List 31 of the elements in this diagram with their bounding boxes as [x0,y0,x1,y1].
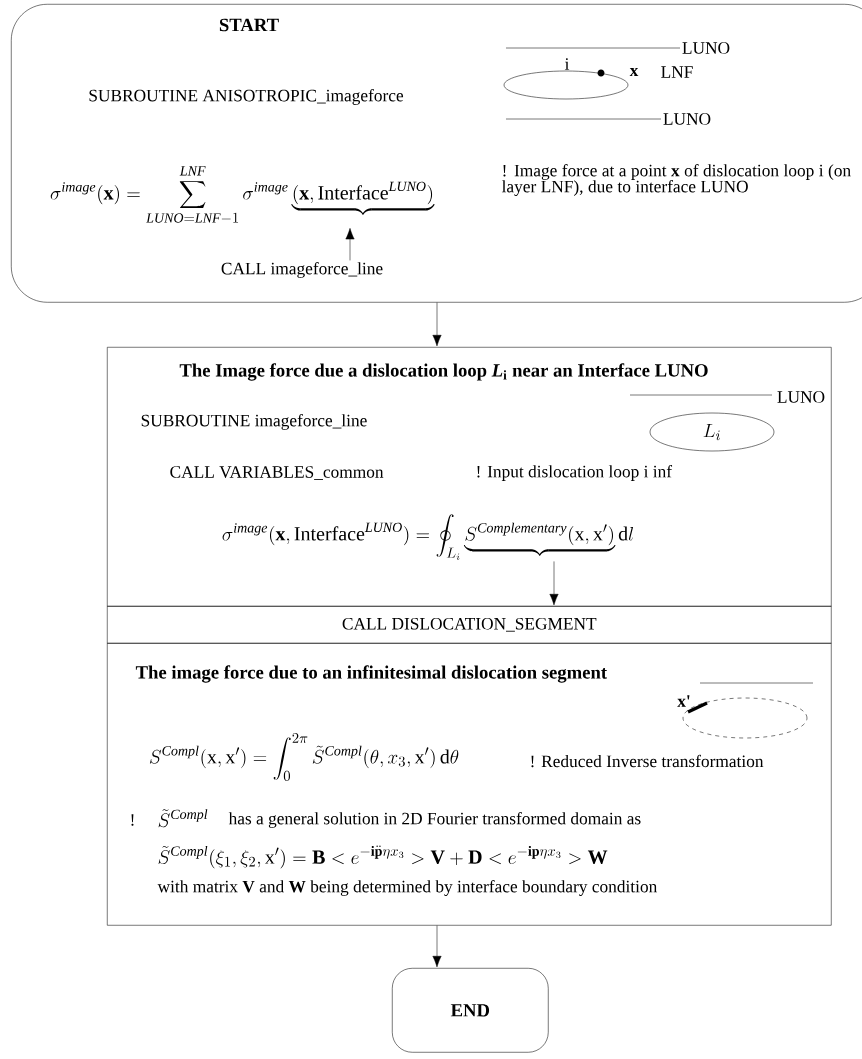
call-line: CALL VARIABLES_common [170,466,384,480]
comment-text: ! Reduced Inverse transformation [531,754,764,768]
formula: $\sigma^{\mathit{image}}(\mathbf{x},\mathrm{Interface}^{\mathit{LUNO}}) = \oint_{L_i} \underbrace{S^{\mathit{Complementary}}(\mathrm{x},\mathrm{x'})}\mathrm{d}l$ [222,514,634,560]
formula: $\sigma^{\mathit{image}}(\mathbf{x}) = \sum_{\mathit{LUNO}=\mathit{LNF}-1}^{\mathit{LNF}} \sigma^{\mathit{image}}\underbrace{(\mathbf{x},\mathrm{Interface}^{\mathit{LUNO}})}$ [50,166,435,223]
section-title: The Image force due a dislocation loop L$_{i}$ near an Interface LUNO [179,363,708,381]
comment-text: ! Image force at a point x of dislocation loop i (on layer LNF), due to interface LUNO [501,164,851,196]
arrow [432,302,442,347]
formula: $\tilde{S}^{\mathit{Compl}}$ [158,809,208,828]
point-label: x' [677,695,690,707]
arrow [345,228,355,261]
subroutine-line: SUBROUTINE imageforce_line [141,414,367,430]
layer-label: LUNO [777,391,825,403]
call-band: CALL DISLOCATION_SEGMENT [107,606,832,644]
comment-mark: ! [131,814,134,826]
end-box: END [392,968,549,1053]
point-label: x [629,68,639,76]
formula: $S^{\mathit{Compl}}(\mathrm{x},\mathrm{x'}) = \int_0^{2\pi} \tilde{S}^{\mathit{Compl}}(\theta,x_3,\mathrm{x'})\,\mathrm{d}\theta$ [149,733,459,781]
formula: $\tilde{S}^{\mathit{Compl}}(\xi_1,\xi_2,\mathrm{x'}) = \mathbf{B} < e^{-\mathbf{i}\ddot{\mathbf{p}}\eta x_3} > \mathbf{V} + \mathbf{D} < e^{-\mathbf{ip}\eta x_3} > \mathbf{W}$ [158,845,608,869]
layer-label: LUNO [663,113,711,125]
arrow [432,925,442,968]
section-title: The image force due to an infinitesimal dislocation segment [135,665,607,683]
subroutine-line: SUBROUTINE ANISOTROPIC_imageforce [89,89,404,105]
body-text: has a general solution in 2D Fourier transformed domain as [228,812,641,828]
body-text: with matrix V and W being determined by interface boundary condition [157,880,657,896]
call-line: CALL imageforce_line [221,262,383,278]
layer-label: LUNO [682,42,730,54]
arrow [549,561,559,606]
loop-label: i [564,58,570,70]
start-label: START [219,18,279,32]
comment-text: ! Input dislocation loop i inf [477,465,673,481]
layer-label: LNF [661,66,693,78]
